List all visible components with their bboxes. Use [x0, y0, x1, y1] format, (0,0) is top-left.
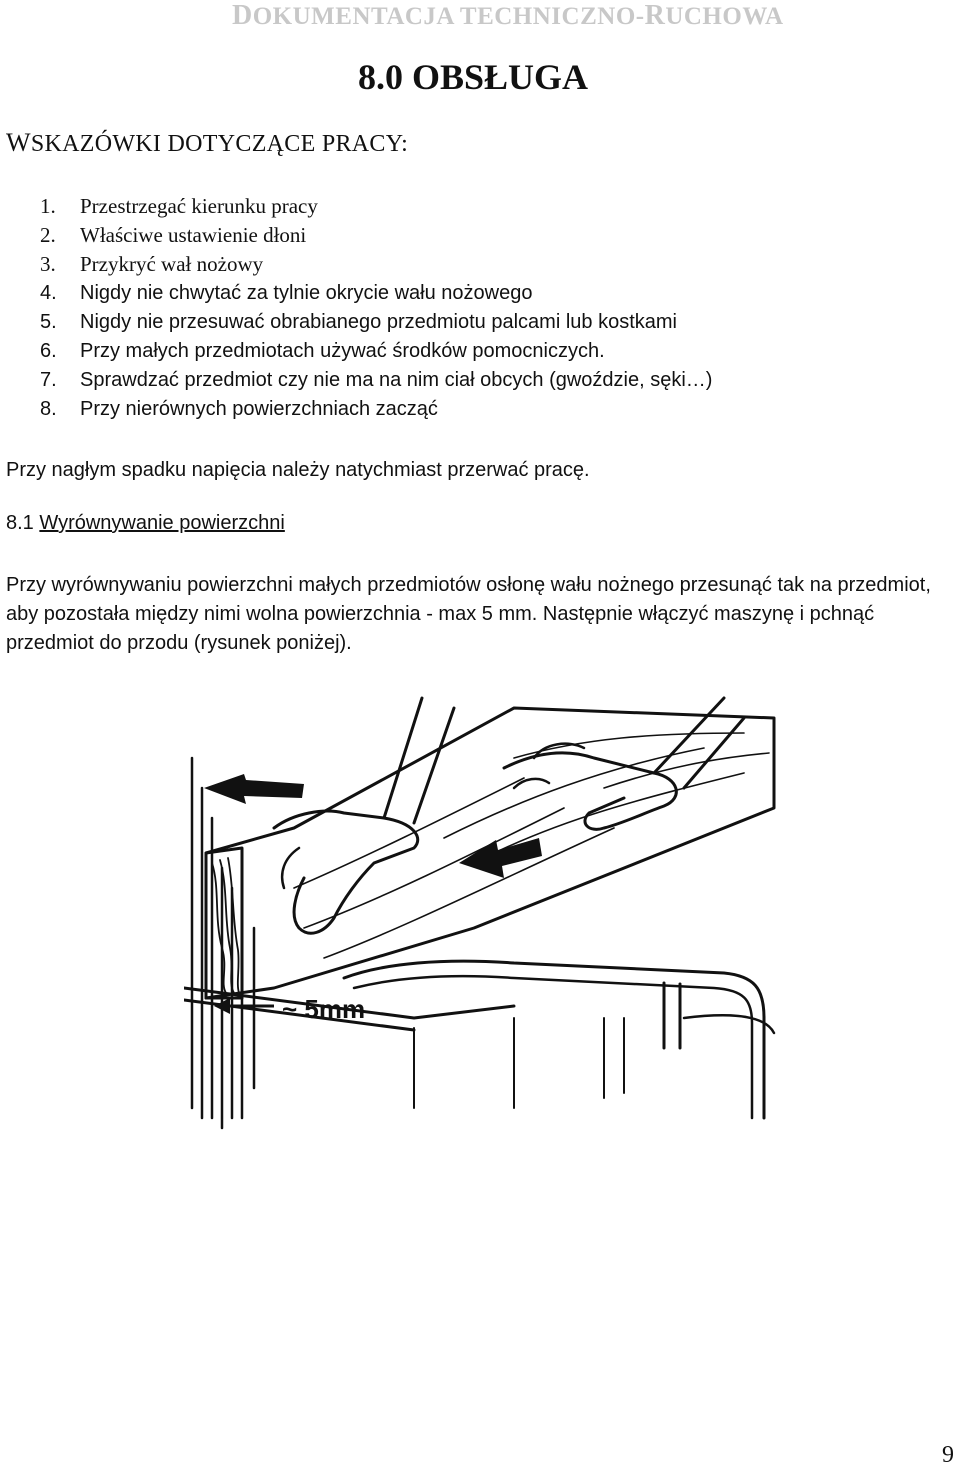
- document-header: DOKUMENTACJA TECHNICZNO-RUCHOWA: [232, 0, 784, 32]
- tips-heading-initial: W: [6, 128, 31, 157]
- list-item-text: Sprawdzać przedmiot czy nie ma na nim ci…: [80, 369, 713, 391]
- list-item-number: 2.: [40, 223, 56, 247]
- tips-heading-text: SKAZÓWKI DOTYCZĄCE PRACY:: [30, 131, 409, 157]
- power-loss-warning: Przy nagłym spadku napięcia należy natyc…: [6, 459, 590, 481]
- header-text-2: UCHOWA: [665, 3, 784, 30]
- subsection-title: Wyrównywanie powierzchni: [39, 512, 285, 534]
- list-item: 6. Przy małych przedmiotach używać środkó…: [40, 337, 712, 366]
- gap-dimension-label: ~ 5mm: [282, 994, 365, 1024]
- list-item-number: 7.: [40, 369, 57, 391]
- list-item-number: 8.: [40, 398, 57, 420]
- list-item-number: 6.: [40, 340, 57, 362]
- list-item: 3. Przykryć wał nożowy: [40, 250, 712, 279]
- header-text-1: OKUMENTACJA TECHNICZNO-: [252, 3, 645, 30]
- list-item: 1. Przestrzegać kierunku pracy: [40, 192, 712, 221]
- list-item: 2. Właściwe ustawienie dłoni: [40, 221, 712, 250]
- tips-heading: WSKAZÓWKI DOTYCZĄCE PRACY:: [6, 128, 408, 158]
- list-item: 4. Nigdy nie chwytać za tylnie okrycie wa…: [40, 279, 712, 308]
- planing-illustration: ~ 5mm: [182, 688, 784, 1188]
- list-item-text: Właściwe ustawienie dłoni: [80, 223, 307, 247]
- list-item-number: 3.: [40, 252, 56, 276]
- list-item: 8. Przy nierównych powierzchniach zacząć: [40, 395, 712, 424]
- list-item-number: 5.: [40, 311, 57, 333]
- page-number: 9: [942, 1442, 954, 1468]
- list-item-text: Przestrzegać kierunku pracy: [80, 194, 318, 218]
- list-item-text: Przy nierównych powierzchniach zacząć: [80, 398, 438, 420]
- body-paragraph: Przy wyrównywaniu powierzchni małych prz…: [6, 574, 931, 654]
- list-item: 5. Nigdy nie przesuwać obrabianego przedm…: [40, 308, 712, 337]
- list-item: 7. Sprawdzać przedmiot czy nie ma na nim …: [40, 366, 712, 395]
- list-item-text: Nigdy nie chwytać za tylnie okrycie wału…: [80, 282, 533, 304]
- chapter-title: 8.0 OBSŁUGA: [358, 57, 589, 97]
- list-item-number: 4.: [40, 282, 57, 304]
- list-item-text: Przykryć wał nożowy: [80, 252, 264, 276]
- list-item-text: Nigdy nie przesuwać obrabianego przedmio…: [80, 311, 677, 333]
- list-item-number: 1.: [40, 194, 56, 218]
- subsection-heading: 8.1 Wyrównywanie powierzchni: [6, 512, 285, 535]
- subsection-number: 8.1: [6, 512, 34, 534]
- illustration-drawing: ~ 5mm: [182, 696, 776, 1130]
- header-initial-r: R: [644, 0, 666, 31]
- header-initial-d: D: [232, 0, 253, 31]
- list-item-text: Przy małych przedmiotach używać środków …: [80, 340, 605, 362]
- tips-list: 1. Przestrzegać kierunku pracy 2. Właściwe…: [40, 192, 712, 424]
